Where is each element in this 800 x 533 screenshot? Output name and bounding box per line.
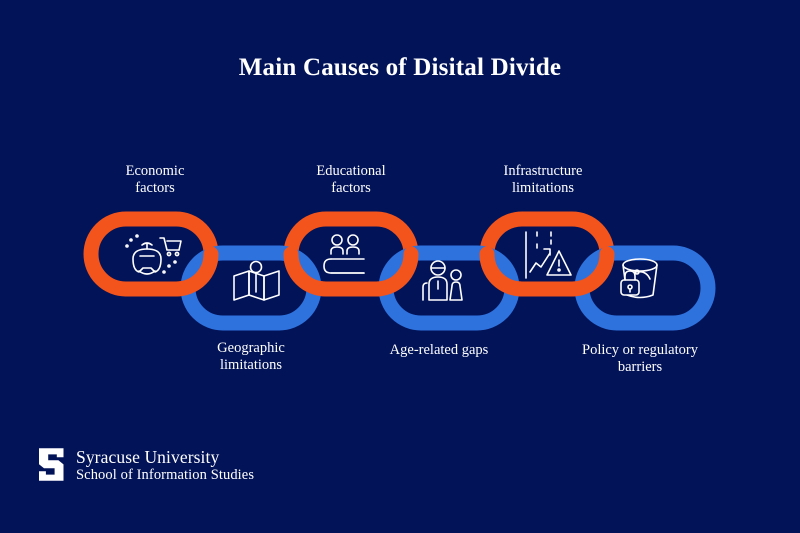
weave-over-2 — [283, 246, 384, 297]
block-s-icon — [39, 448, 64, 481]
folded-map-pin-icon — [233, 260, 280, 301]
chain-link-6-ring — [574, 245, 716, 331]
chart-warning-icon — [525, 231, 572, 279]
chain-link-4[interactable] — [378, 245, 520, 331]
chain-link-4-ring — [378, 245, 520, 331]
chain-link-2[interactable] — [180, 245, 322, 331]
page-title: Main Causes of Disital Divide — [238, 54, 562, 81]
chain-link-5-ring — [479, 211, 615, 297]
chain-link-5[interactable] — [479, 211, 615, 297]
weave-over-4 — [479, 246, 580, 297]
chain-link-3-label: Educational factors — [316, 163, 386, 196]
syracuse-university-logo: Syracuse University School of Informatio… — [36, 446, 254, 484]
students-desk-icon — [323, 234, 365, 274]
chain-link-1-ring — [83, 211, 219, 297]
chain-link-2-label: Geographic limitations — [217, 340, 285, 373]
chain-link-4-label: Age-related gaps — [389, 342, 489, 358]
logo-university-name: Syracuse University — [76, 446, 220, 467]
weave-over-5 — [514, 246, 615, 297]
chain-link-2-ring — [180, 245, 322, 331]
logo-school-name: School of Information Studies — [76, 466, 255, 483]
chain-link-6-label: Policy or regulatory barriers — [582, 342, 698, 375]
chain-link-1-label: Economic factors — [125, 163, 185, 196]
elderly-and-child-icon — [422, 260, 463, 301]
chain-link-1[interactable] — [83, 211, 219, 297]
weave-over-1 — [118, 246, 219, 297]
chain-link-3-ring — [283, 211, 419, 297]
chain-link-3[interactable] — [283, 211, 419, 297]
weave-over-3 — [318, 246, 419, 297]
chain-link-6[interactable] — [574, 245, 716, 331]
chain-link-5-label: Infrastructure limitations — [503, 163, 583, 196]
vr-headset-shopping-cart-icon — [125, 234, 182, 275]
data-bucket-lock-icon — [620, 258, 658, 299]
